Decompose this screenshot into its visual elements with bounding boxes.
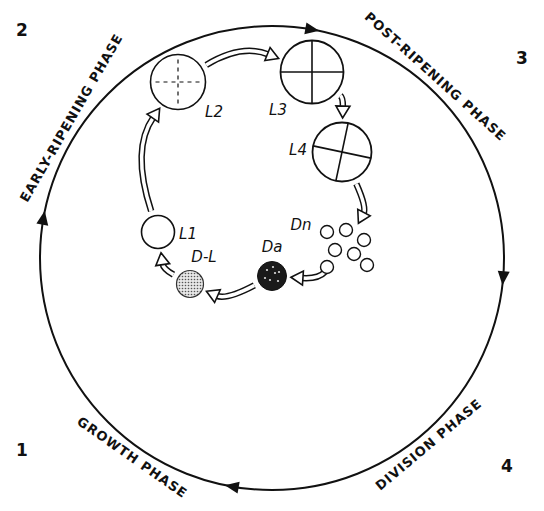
- phase-number: 4: [501, 457, 513, 476]
- stippled-cell: D-L: [175, 269, 205, 299]
- cell-circle: L4: [311, 121, 373, 183]
- daughter-cells: Dn: [315, 223, 375, 275]
- phase-number: 2: [16, 21, 28, 40]
- hollow-arrow: [336, 96, 350, 118]
- hollow-arrow: [206, 285, 254, 302]
- hollow-arrow: [156, 253, 174, 275]
- stage-label: D-L: [191, 249, 216, 266]
- cell-circle: L3: [279, 39, 345, 105]
- phase-label: DIVISION PHASE: [373, 396, 485, 493]
- phase-arrowhead: [498, 271, 510, 285]
- hollow-arrow: [206, 48, 278, 65]
- stage-label: L4: [289, 142, 307, 159]
- phase-number: 3: [516, 49, 528, 68]
- cell-outline: [256, 260, 288, 292]
- cell-circle: L1: [140, 214, 176, 250]
- cell-outline: [175, 269, 205, 299]
- cell-outline: [315, 223, 375, 275]
- stage-label: L1: [179, 226, 197, 243]
- cell-outline: [279, 39, 345, 105]
- stage-label: Da: [262, 239, 283, 256]
- phase-arrowhead: [36, 211, 48, 226]
- stage-label: L2: [205, 104, 223, 121]
- phase-arrowheads: [36, 22, 509, 493]
- phase-circle: [40, 26, 504, 490]
- dark-cell: Da: [256, 260, 288, 292]
- cell-outline: [149, 53, 207, 111]
- cell-outline: [311, 121, 373, 183]
- hollow-arrow: [356, 184, 370, 223]
- phase-arrowhead: [225, 482, 240, 494]
- cell-outline: [140, 214, 176, 250]
- phase-label: EARLY-RIPENING PHASE: [18, 31, 126, 204]
- phase-number: 1: [16, 441, 28, 460]
- phase-label: POST-RIPENING PHASE: [361, 10, 508, 144]
- phase-label: GROWTH PHASE: [74, 415, 190, 502]
- stage-label: L3: [269, 102, 287, 119]
- cell-circle: L2: [149, 53, 207, 111]
- hollow-arrow: [291, 271, 325, 285]
- stage-label: Dn: [290, 217, 311, 234]
- hollow-arrow: [142, 108, 160, 211]
- phase-arrowhead: [304, 22, 319, 34]
